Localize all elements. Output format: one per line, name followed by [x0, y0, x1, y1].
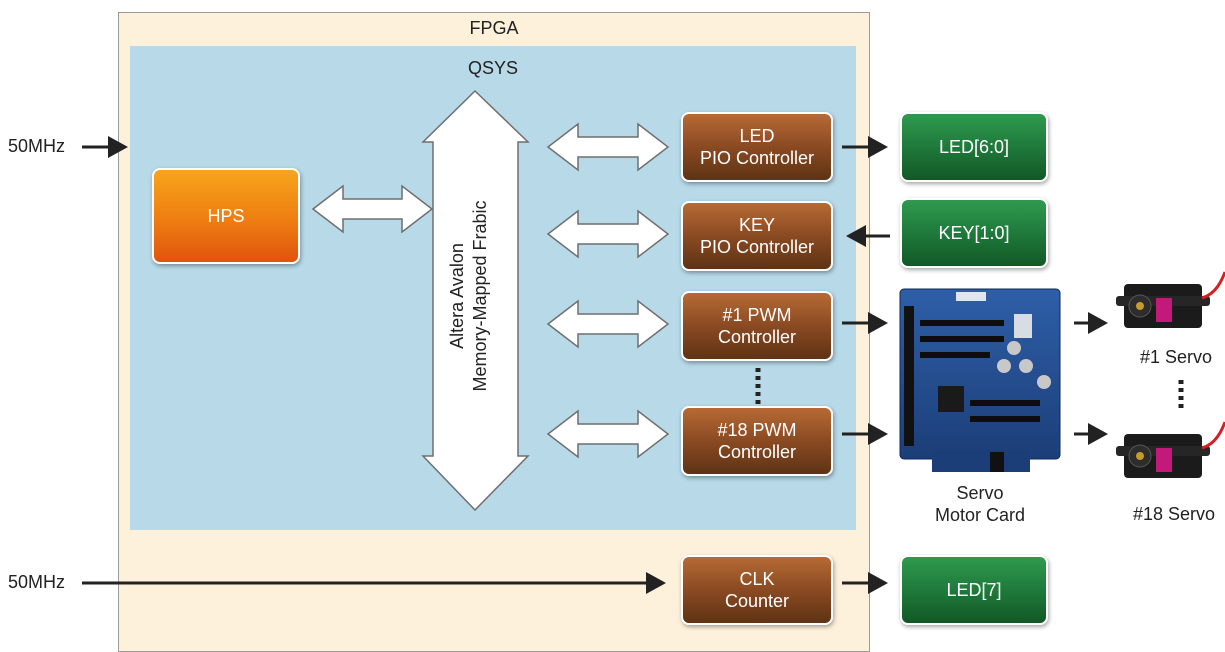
pwm18-output-arrow	[842, 423, 888, 445]
clk-output-arrow	[842, 572, 888, 594]
hps-label: HPS	[207, 206, 245, 226]
bus-led-arrow	[546, 122, 670, 172]
led-pio-controller-label: LED PIO Controller	[699, 126, 815, 168]
clock-arrow-2	[82, 572, 666, 594]
fpga-label: FPGA	[469, 18, 519, 38]
servo-18-image	[1116, 421, 1225, 478]
led-7-block: LED[7]	[900, 555, 1048, 625]
servo1-arrow	[1074, 312, 1108, 334]
key-input-arrow	[846, 225, 890, 247]
avalon-bus-label-line2: Memory-Mapped Frabic	[470, 200, 490, 392]
key-pio-controller-label: KEY PIO Controller	[699, 215, 815, 257]
avalon-bus-label-line1: Altera Avalon	[447, 243, 467, 349]
avalon-bus-label: Altera Avalon Memory-Mapped Frabic	[446, 196, 506, 396]
key-pio-controller-block: KEY PIO Controller	[681, 201, 833, 271]
pwm1-output-arrow	[842, 312, 888, 334]
qsys-label: QSYS	[467, 58, 519, 78]
pwm1-controller-label: #1 PWM Controller	[717, 305, 797, 347]
hps-block: HPS	[152, 168, 300, 264]
clock-input-label-2: 50MHz	[8, 572, 66, 592]
key-1-0-label: KEY[1:0]	[938, 223, 1010, 243]
servo-18-label: #18 Servo	[1132, 504, 1216, 524]
led-output-arrow	[842, 136, 888, 158]
led-6-0-block: LED[6:0]	[900, 112, 1048, 182]
led-7-label: LED[7]	[946, 580, 1002, 600]
bus-pwm18-arrow	[546, 409, 670, 459]
pwm18-controller-label: #18 PWM Controller	[717, 420, 797, 462]
bus-key-arrow	[546, 209, 670, 259]
clk-counter-block: CLK Counter	[681, 555, 833, 625]
servo-motor-card-label: Servo Motor Card	[934, 483, 1026, 525]
hps-bus-arrow	[311, 184, 434, 234]
pwm18-controller-block: #18 PWM Controller	[681, 406, 833, 476]
avalon-bus-arrow	[421, 89, 530, 512]
pwm1-controller-block: #1 PWM Controller	[681, 291, 833, 361]
bus-pwm1-arrow	[546, 299, 670, 349]
clock-arrow-1	[82, 136, 128, 158]
clk-counter-label: CLK Counter	[724, 569, 790, 611]
key-1-0-block: KEY[1:0]	[900, 198, 1048, 268]
servo18-arrow	[1074, 423, 1108, 445]
servo-1-label: #1 Servo	[1139, 347, 1213, 367]
led-pio-controller-block: LED PIO Controller	[681, 112, 833, 182]
servo-1-image	[1116, 271, 1225, 328]
clock-input-label-1: 50MHz	[8, 136, 66, 156]
led-6-0-label: LED[6:0]	[938, 137, 1010, 157]
servo-motor-card-image	[899, 288, 1061, 472]
